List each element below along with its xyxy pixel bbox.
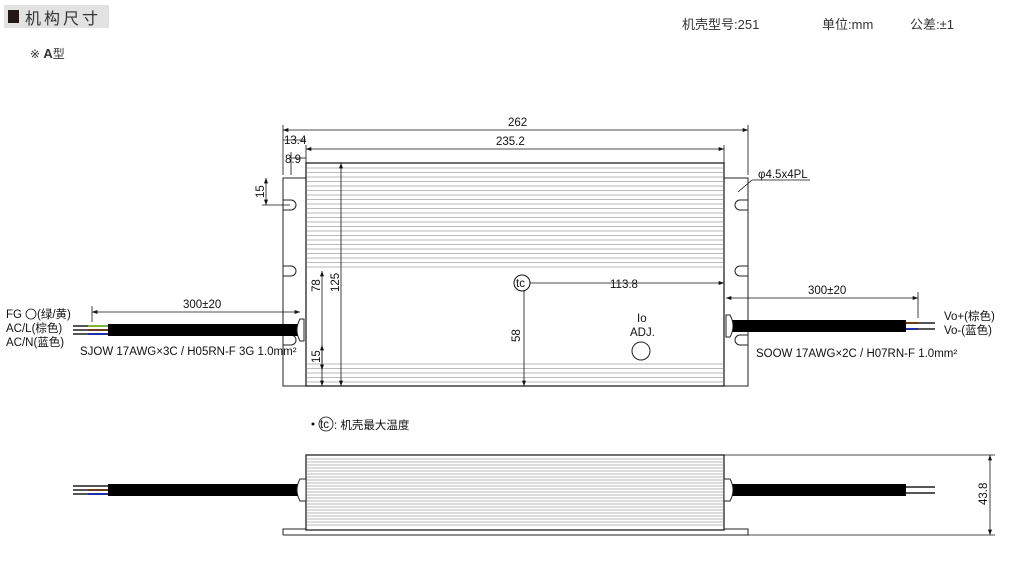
case-model: 机壳型号:251 — [682, 17, 760, 32]
section-header: 机构尺寸 — [4, 5, 109, 28]
case-body-top — [305, 162, 725, 387]
dim-8-9: 8.9 — [285, 154, 301, 166]
svg-text:tc: tc — [516, 278, 525, 290]
dim-113-8: 113.8 — [610, 279, 638, 291]
dim-235-2: 235.2 — [496, 136, 525, 148]
type-note: ※ A型 — [30, 46, 65, 61]
side-output-cable — [723, 478, 935, 502]
acl-label: AC/L(棕色) — [6, 321, 62, 335]
input-length: 300±20 — [183, 299, 221, 311]
input-cable — [73, 318, 305, 342]
right-flange — [724, 177, 749, 387]
left-flange — [282, 177, 306, 387]
side-input-cable — [73, 478, 307, 502]
output-length: 300±20 — [808, 285, 846, 297]
io-label: Io — [637, 313, 647, 325]
square-bullet-icon — [8, 10, 19, 23]
heatsink-fins — [306, 167, 724, 383]
io-adj-potentiometer[interactable] — [631, 341, 651, 361]
output-cable — [725, 314, 935, 338]
hole-spec: φ4.5x4PL — [758, 169, 808, 181]
tc-note: : 机壳最大温度 — [334, 418, 410, 432]
dim-15-top: 15 — [255, 185, 267, 198]
output-cable-spec: SOOW 17AWG×2C / H07RN-F 1.0mm² — [756, 348, 957, 360]
adj-label: ADJ. — [630, 327, 655, 339]
mounting-slots — [283, 199, 748, 346]
dim-78: 78 — [311, 279, 323, 292]
tc-marker — [513, 274, 531, 292]
tc-note-symbol: tc — [320, 419, 329, 431]
vo-minus-label: Vo-(蓝色) — [944, 323, 992, 337]
dim-15-bottom: 15 — [311, 350, 323, 363]
fg-color: (绿/黄) — [37, 307, 71, 321]
heatsink-fins — [306, 458, 724, 526]
side-flange — [282, 528, 749, 536]
input-cable-spec: SJOW 17AWG×3C / H05RN-F 3G 1.0mm² — [80, 346, 297, 358]
acn-label: AC/N(蓝色) — [6, 335, 64, 349]
dim-13-4: 13.4 — [284, 135, 307, 147]
ground-icon — [25, 308, 37, 320]
dim-58: 58 — [511, 329, 523, 342]
dim-43-8: 43.8 — [978, 483, 990, 505]
fg-label: FG — [6, 309, 22, 321]
dim-262: 262 — [508, 117, 527, 129]
unit: 单位:mm — [822, 17, 874, 32]
tolerance: 公差:±1 — [910, 17, 954, 32]
section-title: 机构尺寸 — [25, 10, 102, 28]
dim-125: 125 — [330, 273, 342, 292]
vo-plus-label: Vo+(棕色) — [944, 309, 995, 323]
